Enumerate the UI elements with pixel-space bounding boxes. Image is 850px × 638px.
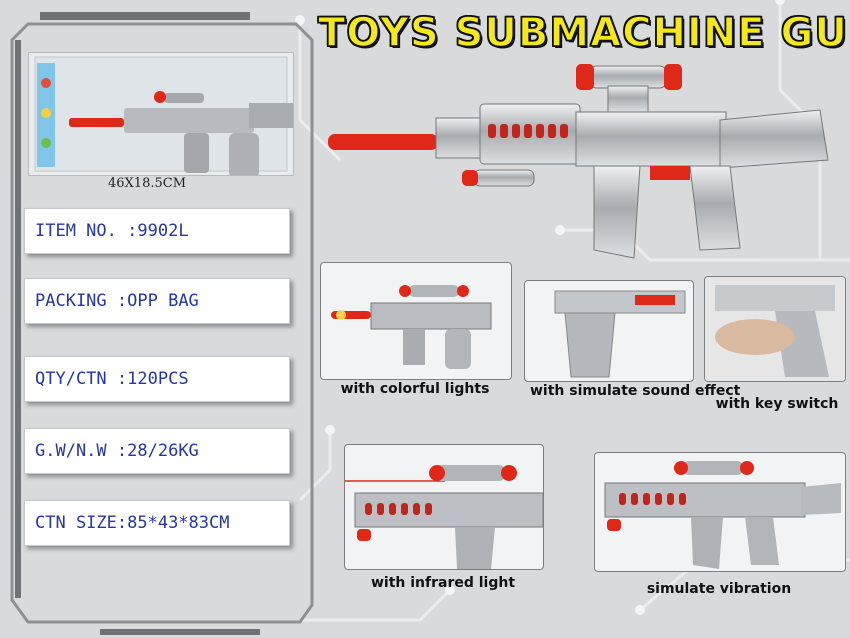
spec-label: QTY/CTN	[35, 369, 107, 389]
spec-item-no: ITEM NO. :9902L	[24, 208, 290, 254]
caption-vibration: simulate vibration	[646, 581, 792, 597]
package-photo	[28, 52, 294, 178]
feature-photo-sound	[524, 280, 694, 382]
spec-value: :120PCS	[116, 369, 189, 389]
spec-ctn-size: CTN SIZE:85*43*83CM	[24, 500, 290, 546]
spec-value: :OPP BAG	[116, 291, 199, 311]
feature-photo-vibration	[594, 452, 846, 572]
spec-packing: PACKING :OPP BAG	[24, 278, 290, 324]
spec-label: G.W/N.W	[35, 441, 107, 461]
caption-lights: with colorful lights	[340, 381, 490, 397]
feature-photo-infrared	[344, 444, 544, 570]
spec-label: ITEM NO.	[35, 221, 117, 241]
caption-infrared: with infrared light	[370, 575, 516, 591]
caption-key-switch: with key switch	[715, 396, 839, 412]
feature-photo-lights	[320, 262, 512, 380]
spec-value: :28/26KG	[116, 441, 199, 461]
spec-label: PACKING	[35, 291, 107, 311]
package-size-label: 46X18.5CM	[108, 176, 186, 191]
feature-photo-key-switch	[704, 276, 846, 382]
caption-sound: with simulate sound effect	[530, 383, 741, 399]
spec-value: :9902L	[127, 221, 189, 241]
spec-label: CTN SIZE	[35, 513, 117, 533]
spec-value: :85*43*83CM	[116, 513, 230, 533]
spec-weight: G.W/N.W :28/26KG	[24, 428, 290, 474]
page-title: TOYS SUBMACHINE GUN	[317, 9, 850, 57]
spec-qty-ctn: QTY/CTN :120PCS	[24, 356, 290, 402]
